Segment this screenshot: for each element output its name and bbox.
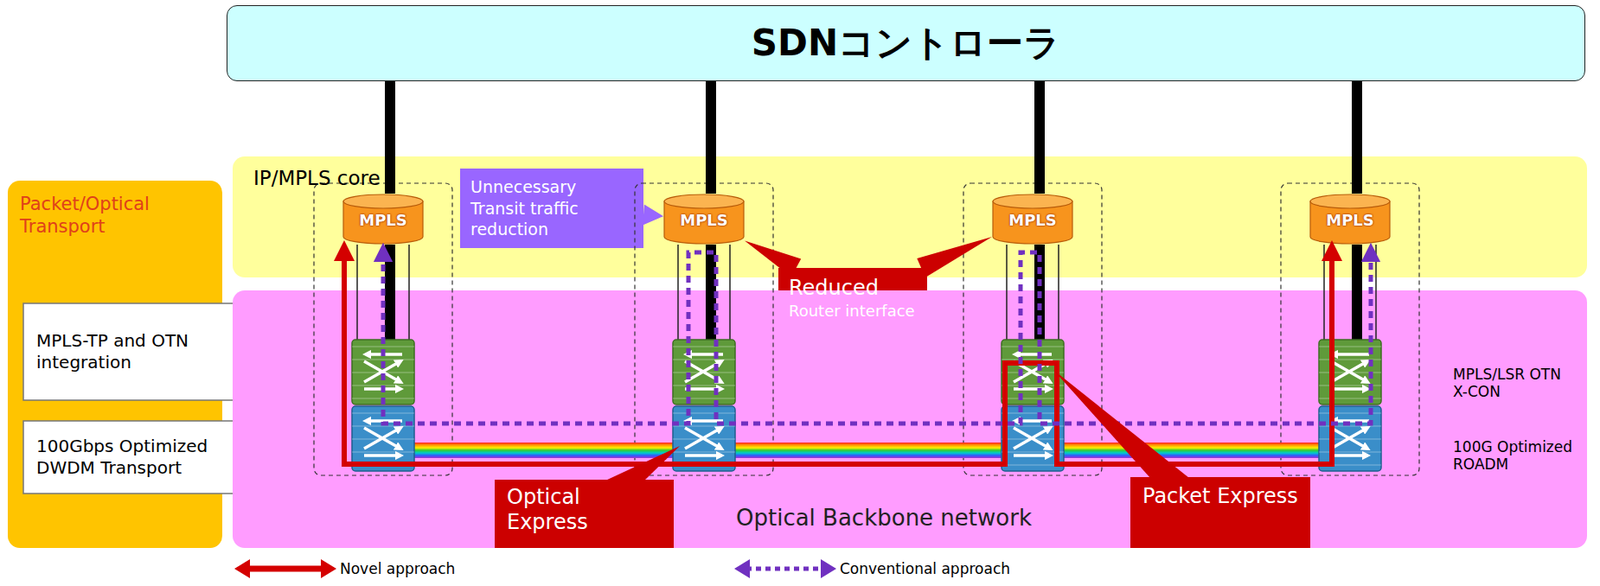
- roadm-switch: [1318, 406, 1382, 472]
- switch-arrow: [684, 428, 722, 449]
- switch-texture: [672, 397, 736, 400]
- control-link: [384, 81, 396, 194]
- switch-arrow: [1331, 361, 1368, 383]
- node-sublabel: Router interface: [788, 300, 917, 321]
- legend-text: Conventional approach: [839, 560, 1011, 578]
- mpls-router: MPLS: [342, 193, 424, 245]
- dwdm-rainbow: [383, 442, 1351, 459]
- switch-texture: [352, 345, 415, 348]
- switch-texture: [352, 358, 415, 361]
- switch-arrow: [1331, 387, 1368, 391]
- callout-pointer: [744, 240, 801, 277]
- side-panel: Packet/Optical TransportMPLS-TP and OTN …: [7, 180, 223, 549]
- control-link: [1034, 81, 1045, 194]
- legend-sample: [232, 557, 339, 581]
- node-site-box: [963, 183, 1102, 476]
- node-label: Optical Express: [506, 485, 662, 536]
- mpls-router: MPLS: [1309, 193, 1391, 245]
- node-label: Packet/Optical Transport: [19, 192, 211, 239]
- controller-box: SDNコントローラ: [226, 5, 1586, 82]
- control-link: [1351, 81, 1363, 194]
- switch-arrow: [1013, 428, 1050, 449]
- node-label: SDNコントローラ: [751, 19, 1061, 68]
- side-label-holder: MPLS/LSR OTN X-CON: [1452, 366, 1562, 401]
- router-port-link: [1323, 244, 1325, 340]
- switch-arrow: [1332, 352, 1370, 357]
- router-port-link: [1057, 244, 1060, 340]
- callout-pointer: [916, 236, 992, 278]
- switch-texture: [1318, 451, 1382, 454]
- switch-texture: [672, 384, 736, 387]
- switch-arrow: [364, 428, 401, 449]
- switch-texture: [1318, 345, 1382, 348]
- switch-arrow: [684, 428, 722, 449]
- node-label: MPLS: [992, 211, 1074, 231]
- router-port-link: [408, 244, 410, 340]
- switch-arrow: [1332, 419, 1370, 423]
- legend-sample: [732, 557, 839, 581]
- router-port-link: [1375, 244, 1377, 340]
- equipment-label: MPLS/LSR OTN X-CON: [1452, 366, 1562, 401]
- switch-arrow: [684, 454, 722, 458]
- router-port-link: [677, 244, 679, 340]
- control-link: [384, 244, 396, 340]
- mpls-router: MPLS: [663, 193, 745, 245]
- switch-arrow: [1013, 454, 1050, 458]
- side-label-holder: 100G Optimized ROADM: [1452, 439, 1596, 474]
- ip-mpls-band: IP/MPLS coreMPLS MPLS MPLS MPLS: [232, 156, 1588, 278]
- switch-arrow: [364, 454, 401, 458]
- callout-box: Unnecessary Transit traffic reduction: [460, 168, 644, 249]
- callout-box: Packet Express: [1130, 477, 1311, 549]
- node-site-box: [634, 183, 774, 476]
- node-label: MPLS: [1309, 211, 1391, 231]
- switch-texture: [352, 451, 415, 454]
- node-label: MPLS-TP and OTN integration: [36, 330, 258, 374]
- router-port-link: [356, 244, 359, 340]
- switch-texture: [672, 345, 736, 348]
- router-port-link: [729, 244, 731, 340]
- legend-item: Conventional approach: [732, 557, 1011, 581]
- switch-arrow: [1331, 361, 1368, 383]
- equipment-label: 100G Optimized ROADM: [1452, 439, 1596, 474]
- switch-texture: [672, 425, 736, 428]
- switch-texture: [672, 412, 736, 415]
- novel-path: [344, 250, 1332, 465]
- node-label: MPLS: [342, 211, 424, 231]
- router-port-link: [1005, 244, 1008, 340]
- callout-pointer: [642, 204, 664, 226]
- callout-pointer: [1053, 370, 1190, 479]
- node-label: IP/MPLS core: [253, 166, 381, 190]
- optical-backbone-band: Optical Backbone network Optical Express P…: [232, 290, 1588, 549]
- switch-texture: [1001, 345, 1064, 348]
- node-label: MPLS: [663, 211, 745, 231]
- mpls-router: MPLS: [992, 193, 1074, 245]
- node-label: Reduced: [788, 275, 917, 301]
- switch-arrow: [1331, 428, 1368, 449]
- switch-arrow: [1013, 428, 1050, 449]
- legend-item: Novel approach: [232, 557, 455, 581]
- switch-texture: [672, 451, 736, 454]
- node-site-box: [1280, 183, 1420, 476]
- callout-pointer: [605, 446, 680, 481]
- roadm-switch: [672, 406, 736, 472]
- lsr-switch: [672, 339, 736, 405]
- switch-arrow: [364, 428, 401, 449]
- switch-texture: [672, 358, 736, 361]
- node-label: 100Gbps Optimized DWDM Transport: [36, 435, 258, 480]
- switch-arrow: [1015, 352, 1052, 357]
- node-label: Optical Backbone network: [736, 505, 1032, 532]
- control-link: [1351, 244, 1363, 340]
- node-label: Packet Express: [1142, 484, 1299, 510]
- legend-text: Novel approach: [339, 560, 455, 578]
- switch-texture: [1001, 358, 1064, 361]
- control-link: [705, 81, 717, 194]
- callout-box: ReducedRouter interface: [778, 268, 928, 328]
- switch-arrow: [1331, 454, 1368, 458]
- callout-box: Optical Express: [494, 480, 674, 549]
- switch-arrow: [1331, 428, 1368, 449]
- conventional-path: [383, 252, 1371, 424]
- node-label: Unnecessary Transit traffic reduction: [470, 176, 634, 241]
